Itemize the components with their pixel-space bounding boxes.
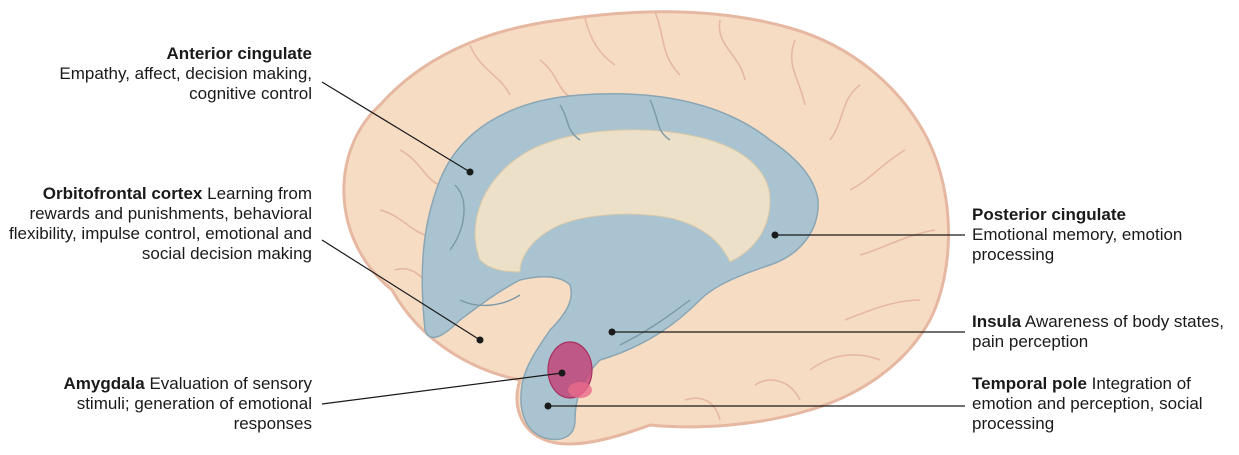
- dot-anterior-cingulate: [467, 169, 474, 176]
- dot-insula: [609, 329, 616, 336]
- amygdala-name: Amygdala: [63, 374, 144, 393]
- orbitofrontal-cortex-name: Orbitofrontal cortex: [43, 184, 203, 203]
- amygdala-highlight: [568, 382, 592, 398]
- posterior-cingulate-name: Posterior cingulate: [972, 205, 1126, 224]
- posterior-cingulate-description: Emotional memory, emotion processing: [972, 225, 1182, 264]
- anterior-cingulate-description: Empathy, affect, decision making, cognit…: [59, 64, 312, 103]
- label-temporal-pole: Temporal pole Integration of emotion and…: [972, 374, 1232, 434]
- temporal-pole-name: Temporal pole: [972, 374, 1087, 393]
- dot-orbitofrontal: [477, 337, 484, 344]
- dot-temporal-pole: [545, 403, 552, 410]
- label-insula: Insula Awareness of body states, pain pe…: [972, 312, 1232, 352]
- insula-name: Insula: [972, 312, 1021, 331]
- label-amygdala: Amygdala Evaluation of sensory stimuli; …: [12, 374, 312, 434]
- dot-posterior-cingulate: [772, 232, 779, 239]
- label-posterior-cingulate: Posterior cingulate Emotional memory, em…: [972, 205, 1232, 265]
- label-orbitofrontal-cortex: Orbitofrontal cortex Learning from rewar…: [0, 184, 312, 264]
- dot-amygdala: [559, 370, 566, 377]
- anterior-cingulate-name: Anterior cingulate: [167, 44, 312, 63]
- label-anterior-cingulate: Anterior cingulate Empathy, affect, deci…: [12, 44, 312, 104]
